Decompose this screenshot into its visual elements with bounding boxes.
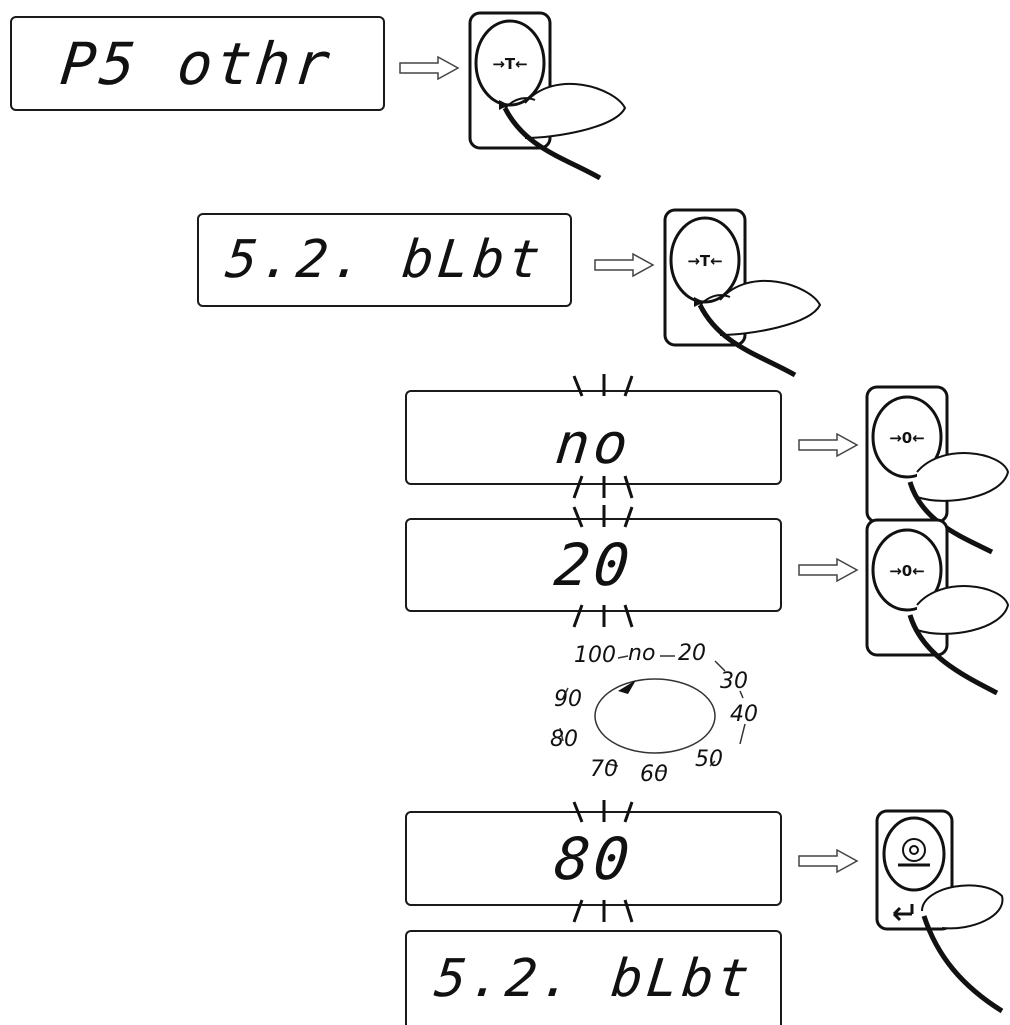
lcd-display-6: 5.2. bLbt: [405, 930, 782, 1025]
arrow-icon: [594, 252, 655, 278]
blink-marks-icon: [572, 374, 634, 499]
cycle-value-70: 70: [590, 757, 618, 782]
blink-marks-icon: [572, 505, 634, 628]
cycle-value-90: 90: [554, 687, 582, 712]
display-text: 5.2. bLbt: [222, 230, 547, 290]
tare-key-symbol: →T←: [687, 252, 722, 270]
display-text: 5.2. bLbt: [431, 948, 756, 1009]
cycle-value-100: 100: [574, 643, 616, 668]
cycle-value-50: 50: [695, 747, 723, 772]
cycle-value-30: 30: [720, 669, 748, 694]
arrow-icon: [798, 557, 859, 583]
lcd-display-5: 80: [405, 811, 782, 906]
cycle-path: [559, 655, 746, 772]
enter-arrow-icon: [892, 904, 914, 922]
arrow-icon: [399, 55, 460, 81]
tare-key-press-icon[interactable]: →T←: [465, 8, 635, 183]
cycle-value-20: 20: [678, 641, 706, 666]
tare-key-symbol: →T←: [492, 55, 527, 73]
arrow-icon: [798, 432, 859, 458]
zero-key-symbol: →0←: [889, 562, 925, 580]
display-text: P5 othr: [57, 29, 338, 98]
lcd-display-3: no: [405, 390, 782, 485]
tare-key-press-icon[interactable]: →T←: [660, 205, 830, 380]
cycle-value-60: 60: [640, 762, 668, 787]
lcd-display-1: P5 othr: [10, 16, 385, 111]
zero-key-symbol: →0←: [889, 429, 925, 447]
print-enter-key-press-icon[interactable]: [862, 806, 1010, 1021]
cycle-value-40: 40: [730, 702, 758, 727]
lcd-display-4: 20: [405, 518, 782, 612]
value-cycle-diagram: no 20 30 40 50 60 70 80 90 100: [550, 641, 758, 787]
lcd-display-2: 5.2. bLbt: [197, 213, 572, 307]
zero-key-press-icon[interactable]: →0←: [862, 515, 1010, 695]
print-symbol-icon: [902, 838, 926, 862]
zero-key-press-icon[interactable]: →0←: [862, 382, 1010, 557]
arrow-icon: [798, 848, 859, 874]
cycle-value-80: 80: [550, 727, 578, 752]
cycle-value-no: no: [628, 641, 655, 666]
blink-marks-icon: [572, 800, 634, 923]
